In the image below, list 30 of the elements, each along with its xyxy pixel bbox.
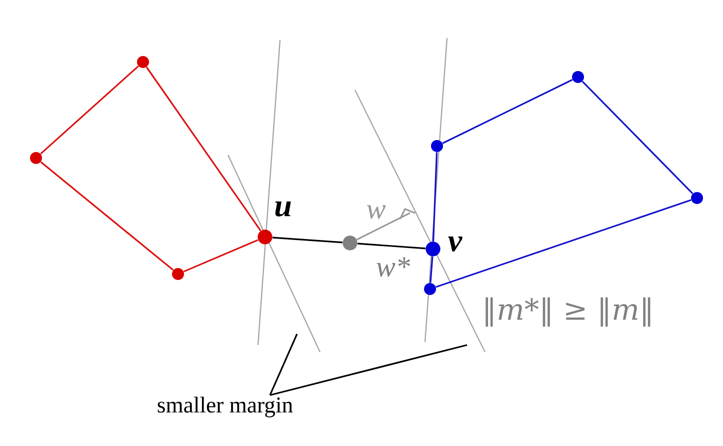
vertex-dot <box>172 268 184 280</box>
edge-label: w <box>364 204 388 220</box>
vertex-dot <box>424 283 436 295</box>
polygon-edge <box>183 239 258 272</box>
polygon-edge <box>430 256 434 283</box>
leader-line <box>270 344 468 396</box>
polygon-edge <box>436 199 692 288</box>
vertex-dot <box>431 140 443 152</box>
vertex-dot <box>137 56 149 68</box>
point-label: u <box>275 201 291 217</box>
point-label: v <box>448 236 462 252</box>
vertex-dot <box>342 236 358 250</box>
polygon-edge <box>442 79 573 144</box>
polygon-edge <box>40 66 139 154</box>
vertex-dot <box>30 152 42 164</box>
polygon-edge <box>146 66 262 232</box>
vertex-dot <box>691 192 703 204</box>
vertex-dot <box>258 230 272 244</box>
perpendicular-line <box>356 208 416 240</box>
caption-text: smaller margin <box>158 396 293 418</box>
inequality-label: ‖m*‖ ≥ ‖m‖ <box>480 296 656 328</box>
vector-label: w* <box>374 256 412 278</box>
leader-line <box>269 334 298 396</box>
polygon-edge <box>40 161 174 271</box>
polygon-edge <box>432 152 438 242</box>
segment <box>358 242 426 250</box>
vertex-dot <box>572 71 584 83</box>
polygon-edge <box>582 80 694 194</box>
vertex-dot <box>426 242 440 256</box>
segment <box>272 236 342 244</box>
